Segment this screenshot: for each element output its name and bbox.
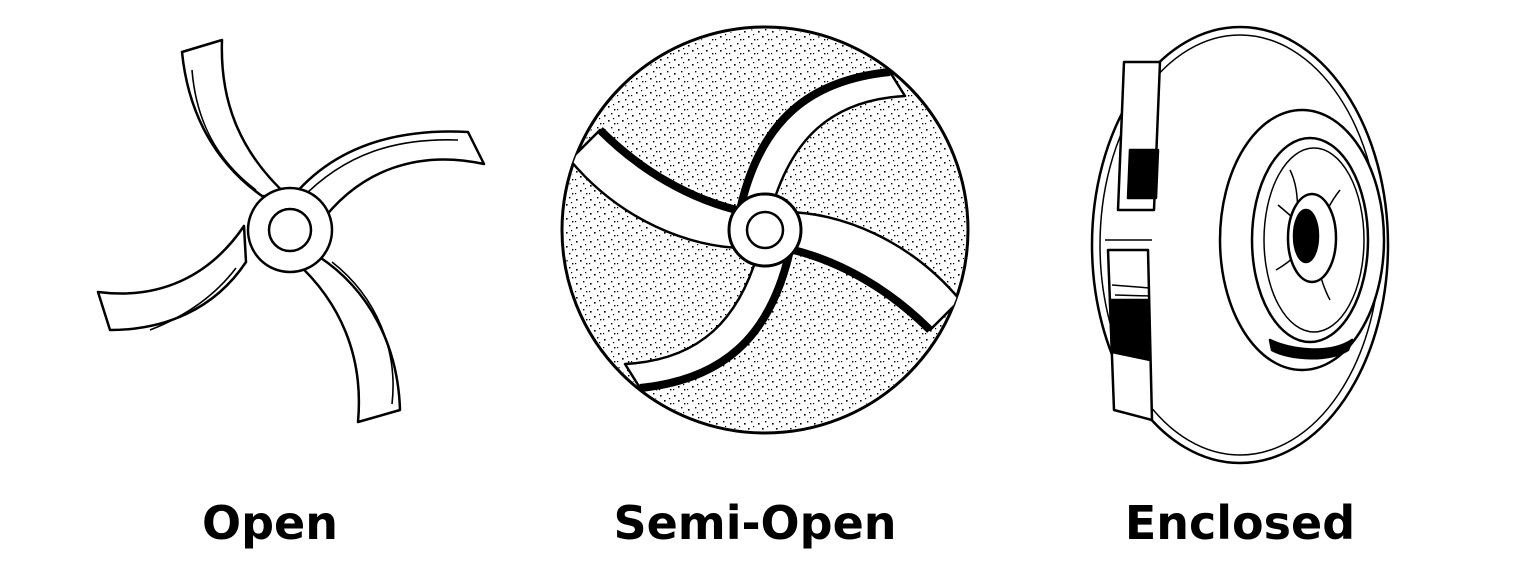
semi-open-impeller-label: Semi-Open xyxy=(613,496,897,550)
enclosed-impeller-outlet-passages xyxy=(1105,60,1162,422)
open-impeller-drawing xyxy=(96,38,486,424)
semi-open-impeller-vane xyxy=(736,68,907,216)
enclosed-impeller-shaft-bore xyxy=(1292,208,1320,264)
semi-open-impeller-drawing xyxy=(560,25,970,435)
open-impeller-shaft-bore xyxy=(267,207,313,253)
semi-open-impeller-shaft-bore xyxy=(745,210,785,250)
enclosed-impeller-label: Enclosed xyxy=(1124,496,1356,550)
open-impeller-blade xyxy=(288,130,486,228)
open-impeller-blade xyxy=(96,224,248,332)
open-impeller-blade xyxy=(180,38,292,200)
semi-open-impeller-vane xyxy=(623,244,794,392)
open-impeller-label: Open xyxy=(202,496,338,550)
enclosed-impeller-drawing xyxy=(1090,25,1390,465)
open-impeller-blade xyxy=(294,254,402,424)
